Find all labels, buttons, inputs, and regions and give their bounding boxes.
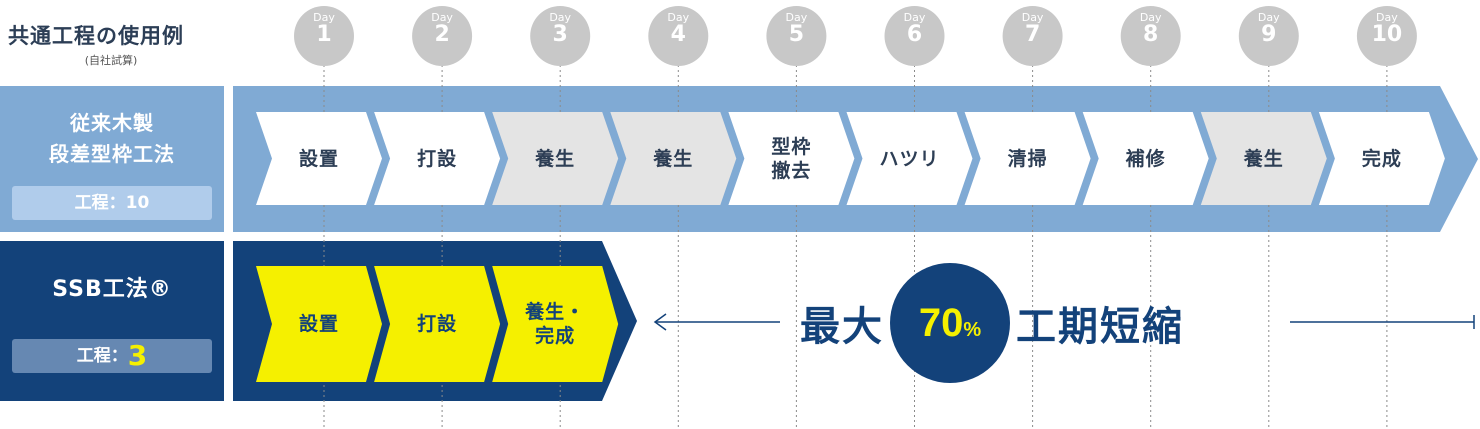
day-word: Day	[1139, 11, 1162, 24]
conventional-step-chevron	[846, 112, 973, 205]
day-number: 4	[670, 22, 686, 47]
conventional-step-label: 打設	[417, 147, 458, 170]
conventional-step-chevron	[1082, 112, 1209, 205]
ssb-process-count: 工程：3	[12, 339, 212, 373]
ssb-step-chevron	[256, 266, 382, 382]
day-number: 8	[1143, 22, 1159, 47]
day-circle	[412, 6, 473, 66]
day-word: Day	[1376, 11, 1398, 24]
day-number: 2	[434, 22, 450, 47]
conventional-step-chevron	[1200, 112, 1327, 205]
day-word: Day	[1021, 11, 1044, 24]
conventional-method-label: 従来木製 段差型枠工法 工程：10	[0, 86, 224, 232]
day-circle	[648, 6, 709, 66]
day-number: 9	[1261, 22, 1277, 47]
ssb-method-label: SSB工法® 工程：3	[0, 241, 224, 401]
conventional-step-label: 養生	[535, 147, 576, 170]
reduction-prefix: 最大	[800, 304, 884, 350]
page-title: 共通工程の使用例	[8, 24, 184, 48]
conventional-step-chevron	[964, 112, 1091, 205]
day-number: 5	[788, 22, 805, 47]
reduction-percent: 70	[918, 300, 964, 345]
ssb-count-value: 3	[127, 339, 148, 372]
ssb-step-chevron	[374, 266, 501, 382]
day-circle	[766, 6, 827, 66]
reduction-callout: 最大 70% 工期短縮	[800, 263, 1184, 383]
conventional-step-chevron	[492, 112, 619, 205]
day-word: Day	[431, 11, 453, 24]
conventional-step-label: 補修	[1125, 147, 1166, 170]
day-number: 10	[1371, 22, 1403, 47]
conventional-step-label: 完成	[1361, 147, 1402, 170]
page-subtitle: (自社試算)	[84, 54, 138, 67]
conventional-step-chevron	[256, 112, 382, 205]
ssb-method-name: SSB工法®	[52, 277, 172, 302]
ssb-step-chevron	[492, 266, 619, 382]
reduction-arrow-head	[653, 313, 667, 331]
day-circle	[1002, 6, 1063, 66]
day-word: Day	[667, 11, 690, 24]
day-number: 7	[1024, 22, 1041, 47]
conventional-step-label: ハツリ	[879, 147, 940, 170]
day-number: 3	[552, 22, 568, 47]
ssb-step-label: 設置	[298, 313, 339, 335]
day-circle	[1356, 6, 1417, 66]
day-circle	[1120, 6, 1181, 66]
reduction-unit: %	[963, 318, 982, 341]
conventional-step-label: 養生	[653, 147, 694, 170]
ssb-step-label: 養生・ 完成	[525, 301, 586, 347]
conventional-step-chevron	[728, 112, 855, 205]
day-circle	[884, 6, 945, 66]
day-word: Day	[1257, 11, 1280, 24]
day-number: 1	[316, 22, 332, 47]
day-word: Day	[313, 11, 335, 24]
conventional-step-label: 設置	[298, 147, 339, 170]
conventional-step-chevron	[374, 112, 501, 205]
conventional-step-label: 型枠 撤去	[771, 135, 812, 182]
conventional-step-label: 清掃	[1007, 147, 1048, 170]
conventional-step-label: 養生	[1243, 147, 1284, 170]
day-circle	[294, 6, 354, 66]
reduction-badge: 70%	[890, 263, 1010, 383]
day-word: Day	[549, 11, 572, 24]
day-circle	[1238, 6, 1299, 66]
day-number: 6	[906, 22, 923, 47]
day-circle	[530, 6, 591, 66]
conventional-step-chevron	[610, 112, 737, 205]
conventional-process-count: 工程：10	[12, 186, 212, 220]
day-word: Day	[785, 11, 808, 24]
ssb-step-label: 打設	[417, 313, 458, 335]
conventional-step-chevron	[1318, 112, 1445, 205]
day-word: Day	[903, 11, 926, 24]
conventional-method-name: 従来木製 段差型枠工法	[49, 111, 175, 166]
reduction-suffix: 工期短縮	[1016, 304, 1184, 350]
